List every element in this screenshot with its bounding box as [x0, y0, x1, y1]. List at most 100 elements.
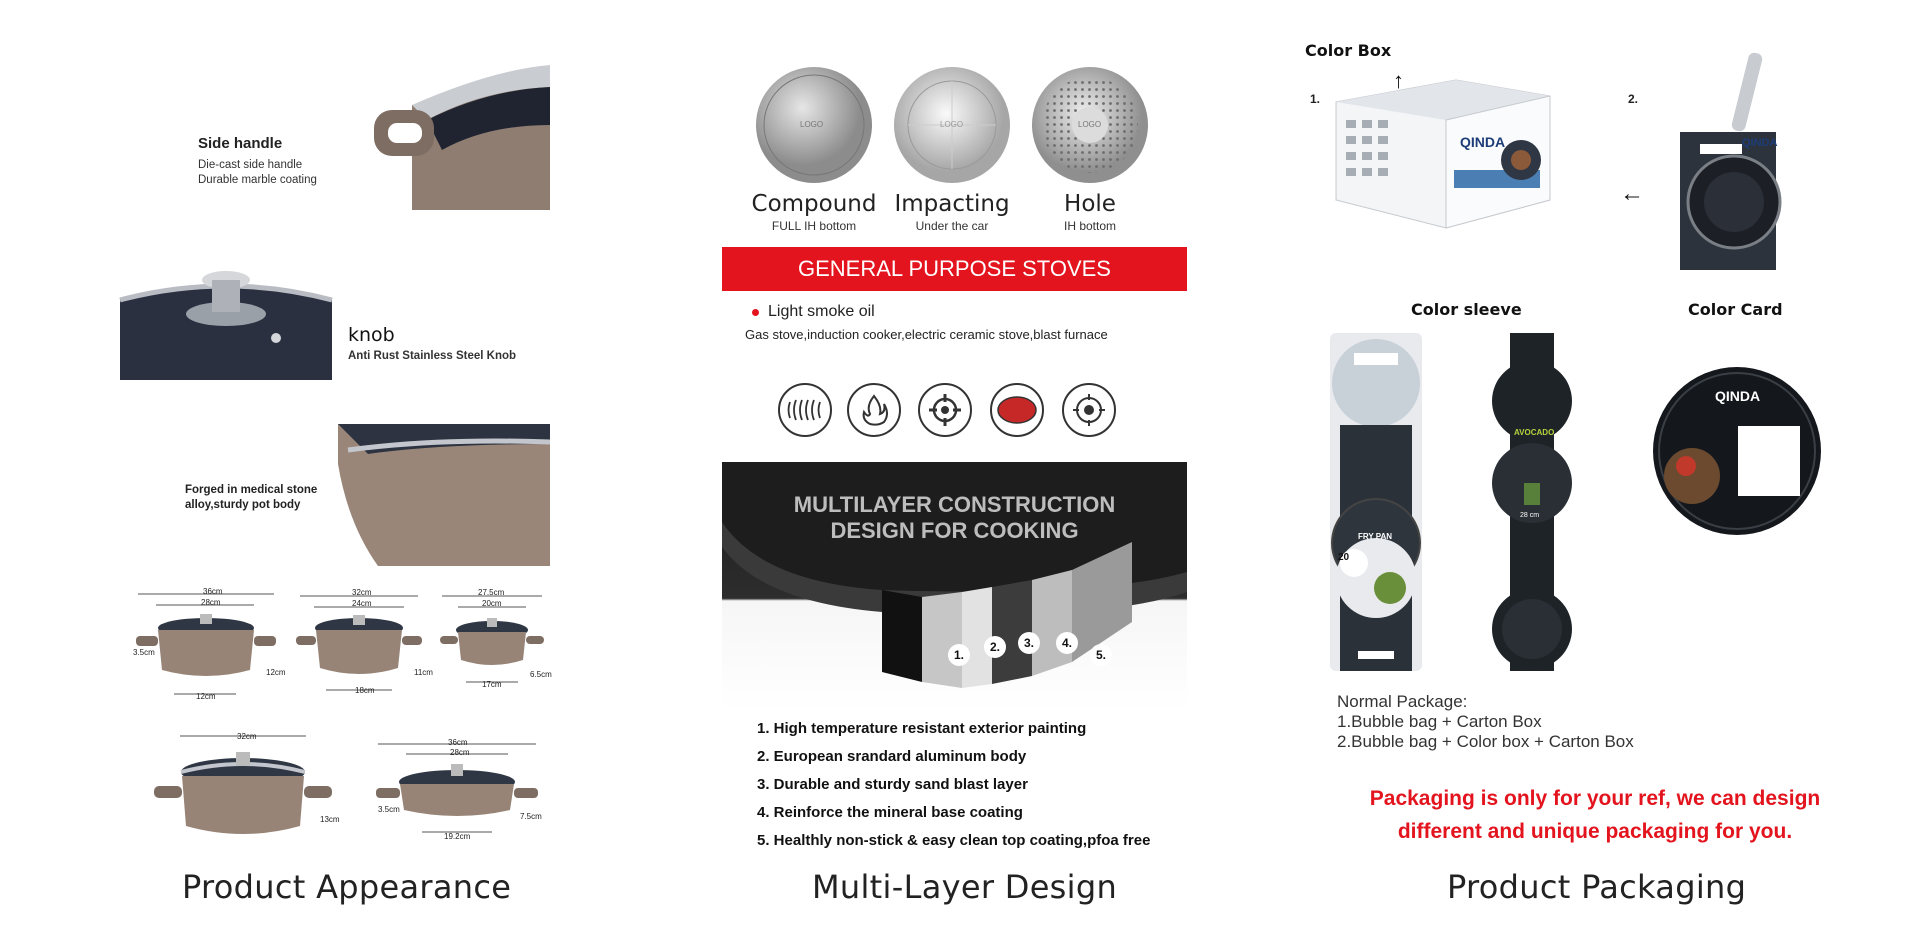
feature-item: 3. Durable and sturdy sand blast layer [757, 776, 1028, 793]
color-box-image [1335, 79, 1551, 229]
normal-package-line-1: 1.Bubble bag + Carton Box [1337, 712, 1542, 731]
color-sleeve-b [1492, 333, 1572, 671]
hole-bottom-icon [1032, 67, 1148, 183]
dim-12cm-h: 12cm [266, 668, 286, 677]
hole-label: Hole IH bottom [1020, 191, 1160, 233]
impacting-title: Impacting [894, 191, 1010, 217]
hole-logo: LOGO [1078, 120, 1102, 129]
pot-size-32cm-large [154, 735, 332, 834]
dim-36cm-low: 36cm [448, 738, 468, 747]
caption-multi-layer-design: Multi-Layer Design [812, 868, 1118, 906]
dim-27-5cm: 27.5cm [478, 588, 505, 597]
layer-number-1: 1. [948, 644, 970, 666]
color-sleeve-a [1330, 333, 1422, 671]
dim-19-2cm: 19.2cm [444, 832, 471, 841]
compound-subtitle: FULL IH bottom [771, 219, 857, 233]
pot-size-27-5cm [440, 595, 544, 683]
oil-bullet-dot [752, 309, 759, 316]
side-handle-title: Side handle [198, 135, 283, 152]
dim-32cm-large: 32cm [237, 732, 257, 741]
pot-body-desc-2: alloy,sturdy pot body [185, 499, 301, 511]
layer-number-2: 2. [984, 636, 1006, 658]
packaging-note-line-1: Packaging is only for your ref, we can d… [1369, 787, 1821, 810]
pot-size-36cm [136, 593, 276, 695]
oil-bullet-text: Light smoke oil [768, 303, 875, 320]
construction-title-1: MULTILAYER CONSTRUCTION [793, 492, 1116, 517]
normal-package-heading: Normal Package: [1337, 692, 1468, 711]
color-pan-box-number: 2. [1628, 92, 1639, 106]
flame-icon [847, 383, 901, 437]
layer-number-5: 5. [1090, 644, 1112, 666]
sleeve-b-label: AVOCADO [1514, 428, 1555, 437]
color-card-brand: QINDA [1715, 388, 1761, 404]
hole-subtitle: IH bottom [1063, 219, 1117, 233]
halogen-icon [1062, 383, 1116, 437]
stoves-line: Gas stove,induction cooker,electric cera… [745, 327, 1108, 342]
dim-32cm: 32cm [352, 588, 372, 597]
arrow-left-icon: ← [1620, 180, 1644, 207]
caption-product-packaging: Product Packaging [1447, 868, 1747, 906]
feature-item: 1. High temperature resistant exterior p… [757, 720, 1087, 737]
color-box-title: Color Box [1305, 41, 1392, 60]
arrow-up-icon: ↑ [1393, 68, 1404, 93]
impacting-label: Impacting Under the car [882, 191, 1022, 233]
induction-coil-icon [778, 383, 832, 437]
compound-bottom-icon [756, 67, 872, 183]
dim-28cm: 28cm [201, 598, 221, 607]
impacting-bottom-icon [894, 67, 1010, 183]
normal-package-line-2: 2.Bubble bag + Color box + Carton Box [1337, 732, 1634, 751]
caption-product-appearance: Product Appearance [182, 868, 512, 906]
normal-package-text: Normal Package: 1.Bubble bag + Carton Bo… [1337, 692, 1634, 752]
layer-number-3: 3. [1018, 632, 1040, 654]
dim-13cm: 13cm [320, 815, 340, 824]
side-handle-desc-1: Die-cast side handle [198, 159, 303, 171]
color-card-title: Color Card [1688, 300, 1783, 319]
sleeve-a-label: FRY PAN [1358, 532, 1393, 541]
side-handle-desc-2: Durable marble coating [198, 174, 317, 186]
dim-7-5cm: 7.5cm [520, 812, 542, 821]
dim-3-5cm: 3.5cm [133, 648, 155, 657]
impacting-subtitle: Under the car [915, 219, 989, 233]
packaging-note-line-2: different and unique packaging for you. [1397, 820, 1793, 843]
knob-photo [119, 271, 333, 380]
general-purpose-stoves-banner: GENERAL PURPOSE STOVES [722, 247, 1187, 291]
color-box-brand: QINDA [1460, 134, 1506, 150]
color-pan-box-brand: QINDA [1742, 137, 1778, 149]
dim-3-5cm-low: 3.5cm [378, 805, 400, 814]
compound-title: Compound [751, 191, 877, 217]
dim-18cm: 18cm [355, 686, 375, 695]
color-pan-box-image [1680, 52, 1810, 270]
knob-title: knob [348, 324, 395, 346]
hole-title: Hole [1064, 191, 1116, 217]
feature-item: 4. Reinforce the mineral base coating [757, 804, 1023, 821]
ceramic-plate-icon [990, 383, 1044, 437]
color-card-image [1653, 367, 1821, 535]
pot-body-photo [338, 424, 551, 566]
compound-label: Compound FULL IH bottom [744, 191, 884, 233]
impacting-logo: LOGO [940, 120, 964, 129]
dim-36cm: 36cm [203, 587, 223, 596]
dim-17cm: 17cm [482, 680, 502, 689]
feature-item: 5. Healthly non-stick & easy clean top c… [757, 832, 1151, 849]
pot-size-36cm-low [376, 743, 538, 833]
multilayer-construction-panel: MULTILAYER CONSTRUCTION DESIGN FOR COOKI… [722, 462, 1187, 710]
layer-feature-list: 1. High temperature resistant exterior p… [757, 715, 1150, 855]
color-box-number: 1. [1310, 92, 1321, 106]
sleeve-a-size: 20 [1338, 552, 1350, 563]
knob-subtitle: Anti Rust Stainless Steel Knob [348, 350, 517, 362]
sleeve-b-size: 28 cm [1520, 512, 1540, 519]
construction-title-2: DESIGN FOR COOKING [830, 518, 1079, 543]
feature-item: 2. European srandard aluminum body [757, 748, 1027, 765]
gas-burner-icon [918, 383, 972, 437]
pot-body-desc-1: Forged in medical stone [185, 484, 318, 496]
dim-24cm: 24cm [352, 599, 372, 608]
dim-11cm: 11cm [414, 668, 433, 677]
color-sleeve-title: Color sleeve [1411, 300, 1522, 319]
pot-size-32cm [296, 595, 422, 691]
pan-layer-cross-section [722, 462, 1187, 688]
dim-6-5cm: 6.5cm [530, 670, 552, 679]
side-handle-photo [372, 65, 550, 210]
packaging-note: Packaging is only for your ref, we can d… [1325, 782, 1865, 848]
layer-number-4: 4. [1056, 632, 1078, 654]
compound-logo: LOGO [800, 120, 824, 129]
